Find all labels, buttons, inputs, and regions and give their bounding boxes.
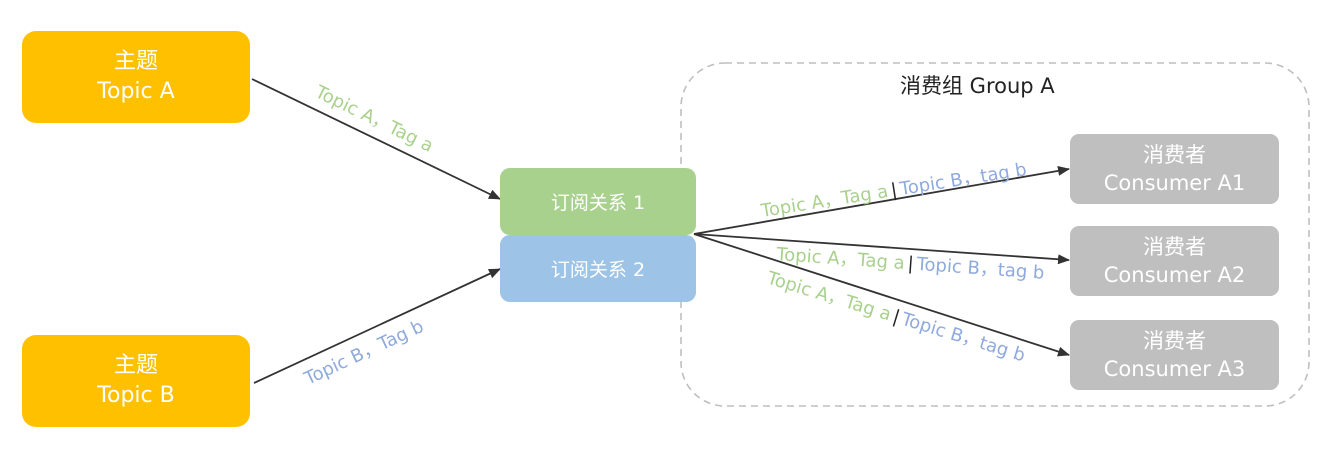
consumer-group-title: 消费组 Group A [900, 74, 1055, 98]
consumer-a3-name: Consumer A3 [1103, 357, 1246, 381]
arrow-topic-b-to-subscription [253, 268, 501, 384]
edge-label-a1-separator: | [889, 180, 898, 202]
consumer-a2-name: Consumer A2 [1103, 263, 1246, 287]
arrow-subscription-to-consumer-a1 [693, 165, 1070, 235]
topic-b-node: 主题 Topic B [22, 335, 250, 427]
edge-label-a3-part-a: Topic A，Tag a [764, 267, 894, 325]
edge-label-a2-separator: | [907, 253, 915, 274]
edge-label-a1-part-b: Topic B，tag b [897, 159, 1028, 200]
subscription-1-node: 订阅关系 1 [500, 168, 696, 235]
edge-label-a2-part-a: Topic A，Tag a [775, 244, 906, 274]
edge-label-consumer-a2: Topic A，Tag a|Topic B，tag b [775, 244, 1045, 284]
edge-label-topic-a: Topic A，Tag a [311, 81, 437, 157]
edge-label-a3-separator: | [890, 306, 902, 328]
arrow-subscription-to-consumer-a2 [693, 233, 1070, 265]
edge-label-consumer-a3: Topic A，Tag a|Topic B，tag b [764, 267, 1028, 366]
arrow-topic-a-to-subscription [251, 78, 501, 200]
topic-b-name: Topic B [97, 383, 175, 408]
consumer-a1-name: Consumer A1 [1103, 171, 1246, 195]
consumer-a2-label: 消费者 [1143, 235, 1206, 259]
consumer-a1-label: 消费者 [1143, 143, 1206, 167]
topic-a-label: 主题 [113, 49, 158, 74]
subscription-2-node: 订阅关系 2 [500, 235, 696, 302]
subscription-2-label: 订阅关系 2 [550, 259, 646, 281]
consumer-a1-node: 消费者 Consumer A1 [1070, 134, 1279, 204]
edge-label-a2-part-b: Topic B，tag b [915, 254, 1045, 284]
arrow-subscription-to-consumer-a3 [693, 233, 1070, 357]
topic-a-name: Topic A [97, 79, 175, 104]
consumer-a3-label: 消费者 [1143, 329, 1206, 353]
topic-a-node: 主题 Topic A [22, 31, 250, 123]
edge-label-a1-part-a: Topic A，Tag a [759, 181, 890, 222]
consumer-a2-node: 消费者 Consumer A2 [1070, 226, 1279, 296]
topic-b-label: 主题 [113, 353, 158, 378]
consumer-a3-node: 消费者 Consumer A3 [1070, 320, 1279, 390]
edge-label-consumer-a1: Topic A，Tag a|Topic B，tag b [759, 159, 1029, 222]
edge-label-a3-part-b: Topic B，tag b [898, 309, 1028, 367]
subscription-1-label: 订阅关系 1 [550, 192, 646, 214]
